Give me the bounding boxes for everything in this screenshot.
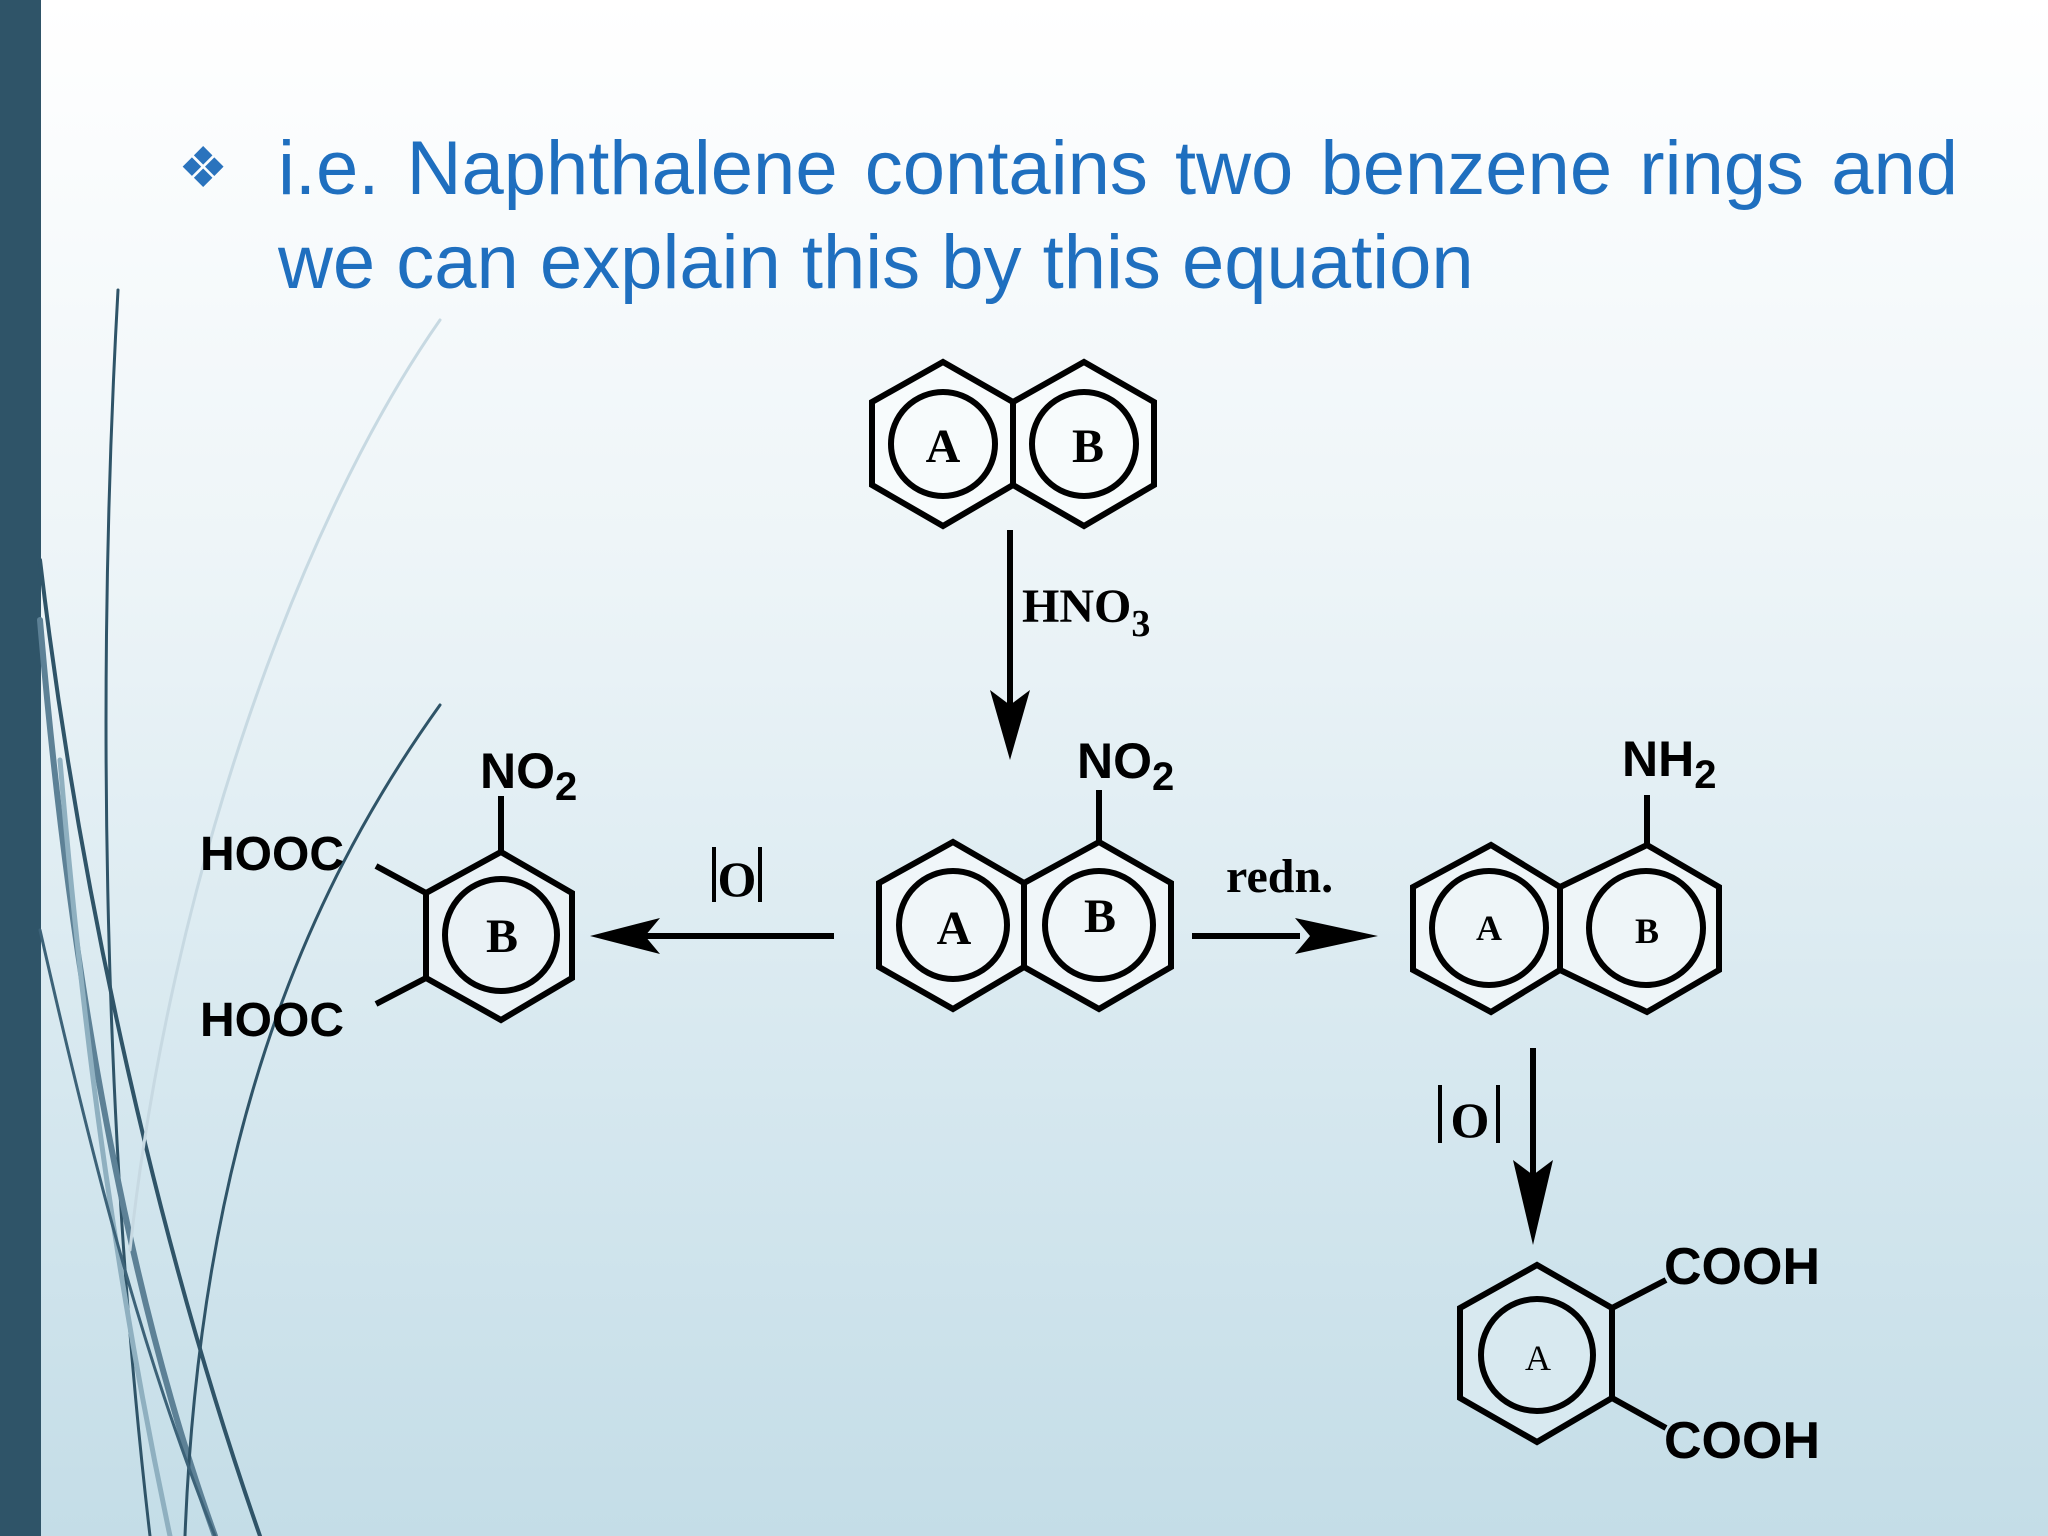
cooh-top-label: COOH [1664,1238,1820,1296]
center-nitronaphthalene [876,790,1174,1013]
right-aminonaphthalene [1410,795,1722,1016]
left-hooc-top-label: HOOC [200,828,344,881]
top-naphthalene-rings [869,358,1157,530]
center-nitro-label: NO2 [1077,733,1174,799]
left-hooc-bottom-label: HOOC [200,994,344,1047]
top-ring-a-label: A [926,420,961,473]
bullet-text: i.e. Naphthalene contains two benzene ri… [278,126,1958,305]
bottom-ring-a-label: A [1525,1338,1551,1378]
left-ring-b-label: B [486,910,518,963]
reagent-hno3-label: HNO3 [1022,580,1150,645]
cooh-bottom-label: COOH [1664,1412,1820,1470]
top-ring-b-label: B [1072,420,1104,473]
right-ring-a-label: A [1476,908,1502,948]
right-ring-b-label: B [1635,911,1659,951]
bottom-phthalic-acid [1457,1261,1668,1446]
left-nitrophthalic-acid [374,796,575,1024]
sidebar-accent [0,0,41,1536]
left-oxidation-label: O [718,851,757,907]
center-ring-b-label: B [1084,890,1116,943]
reduction-label: redn. [1226,850,1333,903]
left-nitro-label: NO2 [480,743,577,809]
down-oxidation-label: O [1451,1092,1490,1148]
amine-label: NH2 [1622,731,1716,797]
diamond-bullet-icon: ❖ [178,136,229,199]
center-ring-a-label: A [937,902,972,955]
